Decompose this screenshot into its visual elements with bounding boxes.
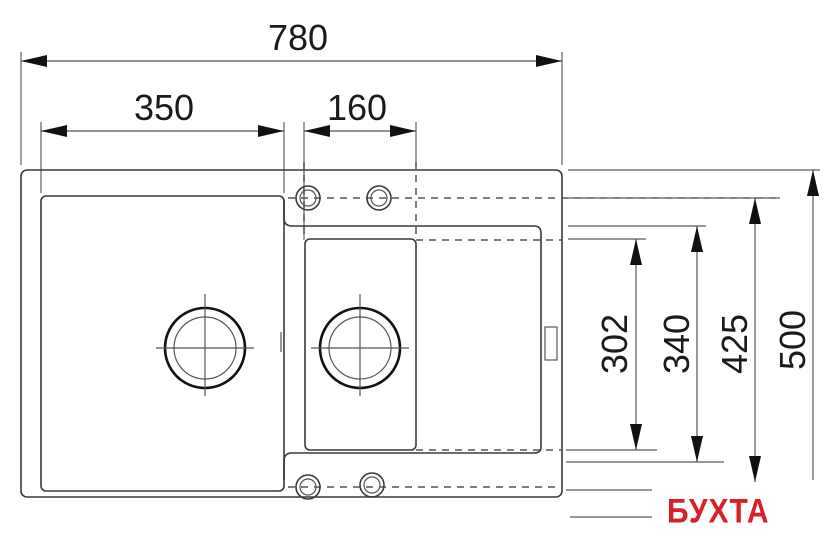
dimension-label-160: 160 — [327, 87, 387, 128]
dimension-label-780: 780 — [268, 17, 328, 58]
tap-hole-bottom-right-icon — [359, 472, 385, 498]
main-bowl-drain-icon — [156, 294, 254, 396]
small-bowl — [304, 238, 417, 451]
tap-hole-top-left-icon — [295, 185, 321, 211]
vertical-extension-lines — [566, 169, 820, 518]
sink-outer-frame — [20, 169, 563, 498]
dimension-label-340: 340 — [656, 314, 697, 374]
small-bowl-drain-icon — [311, 294, 409, 396]
dimension-small-bowl-width: 160 — [303, 87, 417, 240]
buhta-watermark-logo: БУХТА — [667, 492, 770, 531]
dimension-drainer-depth: 340 — [656, 226, 703, 462]
dimension-label-425: 425 — [714, 314, 755, 374]
tap-hole-bottom-left-icon — [295, 474, 321, 500]
main-bowl — [40, 195, 285, 492]
drainer-area-outline — [283, 200, 542, 480]
dimension-small-bowl-depth: 302 — [594, 239, 642, 450]
dimension-label-302: 302 — [594, 314, 635, 374]
dimension-main-bowl-width: 350 — [40, 87, 285, 193]
dimension-overall-width: 780 — [20, 17, 563, 165]
dimension-overall-depth: 500 — [772, 170, 819, 480]
overflow-slot-icon — [544, 326, 558, 361]
dimension-label-500: 500 — [772, 310, 813, 370]
dimension-label-350: 350 — [134, 87, 194, 128]
tap-hole-centerlines — [288, 162, 780, 488]
dimension-main-bowl-depth: 425 — [714, 198, 761, 482]
tap-hole-top-right-icon — [366, 185, 392, 211]
